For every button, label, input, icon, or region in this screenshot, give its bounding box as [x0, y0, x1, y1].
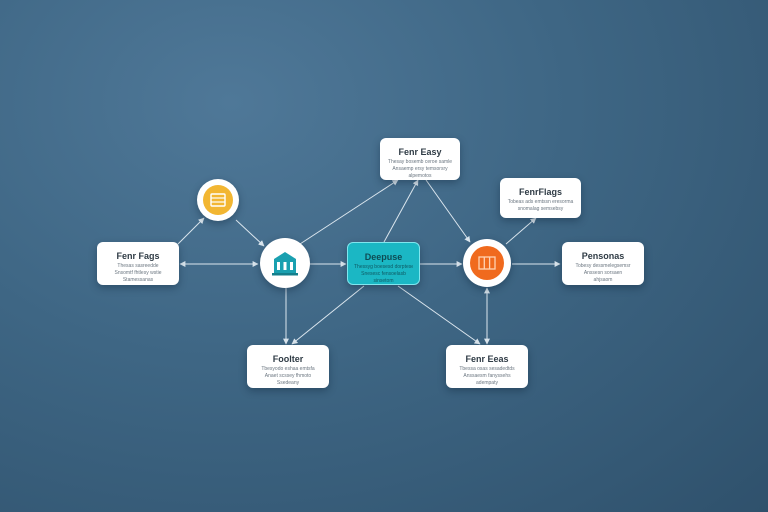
building-icon	[272, 252, 298, 276]
node-text: Thessyg boesesd dorptese	[354, 264, 413, 270]
node-title: Foolter	[272, 354, 304, 364]
node-text: Snesesc fensoelasb	[361, 271, 406, 277]
node-card-right[interactable]: Pensonas Tobesy dessmelegsemsr Anssesn s…	[562, 242, 644, 285]
edge-yellow-node-to-hub	[235, 219, 265, 247]
node-text: Anaet scssey fhmoto	[264, 373, 312, 379]
node-text: Tbesyodo eshaa emtsfa	[261, 366, 315, 372]
node-card-center[interactable]: Deepuse Thessyg boesesd dorptese Snesesc…	[347, 242, 420, 285]
node-text: Thesas sasreedde	[117, 263, 159, 269]
node-text: Anssesn sorsaen	[583, 270, 623, 276]
node-title: Fenr Easy	[398, 147, 442, 157]
node-card-left[interactable]: Fenr Fags Thesas sasreedde Snsomtf fhtle…	[97, 242, 179, 285]
node-title: Deepuse	[364, 252, 403, 262]
node-title: Pensonas	[581, 251, 625, 261]
columns-icon	[478, 256, 496, 270]
node-card-bottom-right[interactable]: Fenr Eeas Tbessa osas sesadedtds Anssaes…	[446, 345, 528, 388]
node-circle-archive[interactable]	[197, 179, 239, 221]
node-title: Fenr Eeas	[465, 354, 509, 364]
node-text: adempaty	[476, 380, 498, 386]
edge-center-to-bottom-left	[291, 285, 365, 345]
node-text: ahjsaom	[593, 277, 613, 283]
node-text: sinsetom	[373, 278, 394, 284]
edge-top-card-to-orange	[425, 179, 471, 243]
archive-box-icon	[210, 193, 226, 207]
node-text: Tobeas ads emtssn eresorma	[507, 199, 574, 205]
node-title: Fenr Fags	[116, 251, 160, 261]
node-text: Thesay bosemb ceroe samle	[387, 159, 453, 165]
node-text: alpemotos	[408, 173, 432, 179]
node-card-right-top[interactable]: FenrFlags Tobeas ads emtssn eresorma sno…	[500, 178, 581, 218]
node-title: FenrFlags	[518, 187, 562, 197]
node-card-top[interactable]: Fenr Easy Thesay bosemb ceroe samle Ansa…	[380, 138, 460, 180]
edge-left-card-to-yellow-node	[177, 217, 205, 245]
edge-orange-to-right-top	[505, 217, 537, 245]
edge-hub-to-top-card	[299, 179, 399, 245]
node-text: snomalag semsebsy	[517, 206, 564, 212]
node-text: Anssaesm fanyssehs	[463, 373, 511, 379]
node-circle-hub[interactable]	[260, 238, 310, 288]
node-text: Snsomtf fhtlesy wstie	[114, 270, 162, 276]
node-text: Tbessa osas sesadedtds	[459, 366, 515, 372]
node-text: Tobesy dessmelegsemsr	[575, 263, 631, 269]
node-text: Ssedeany	[276, 380, 300, 386]
edge-center-to-bottom-right	[397, 285, 481, 345]
node-circle-orange[interactable]	[463, 239, 511, 287]
edge-center-to-top-card	[383, 179, 419, 243]
node-text: Stamessanas	[122, 277, 154, 283]
node-card-bottom-left[interactable]: Foolter Tbesyodo eshaa emtsfa Anaet scss…	[247, 345, 329, 388]
node-text: Ansaemp ersy temsorsry	[392, 166, 448, 172]
